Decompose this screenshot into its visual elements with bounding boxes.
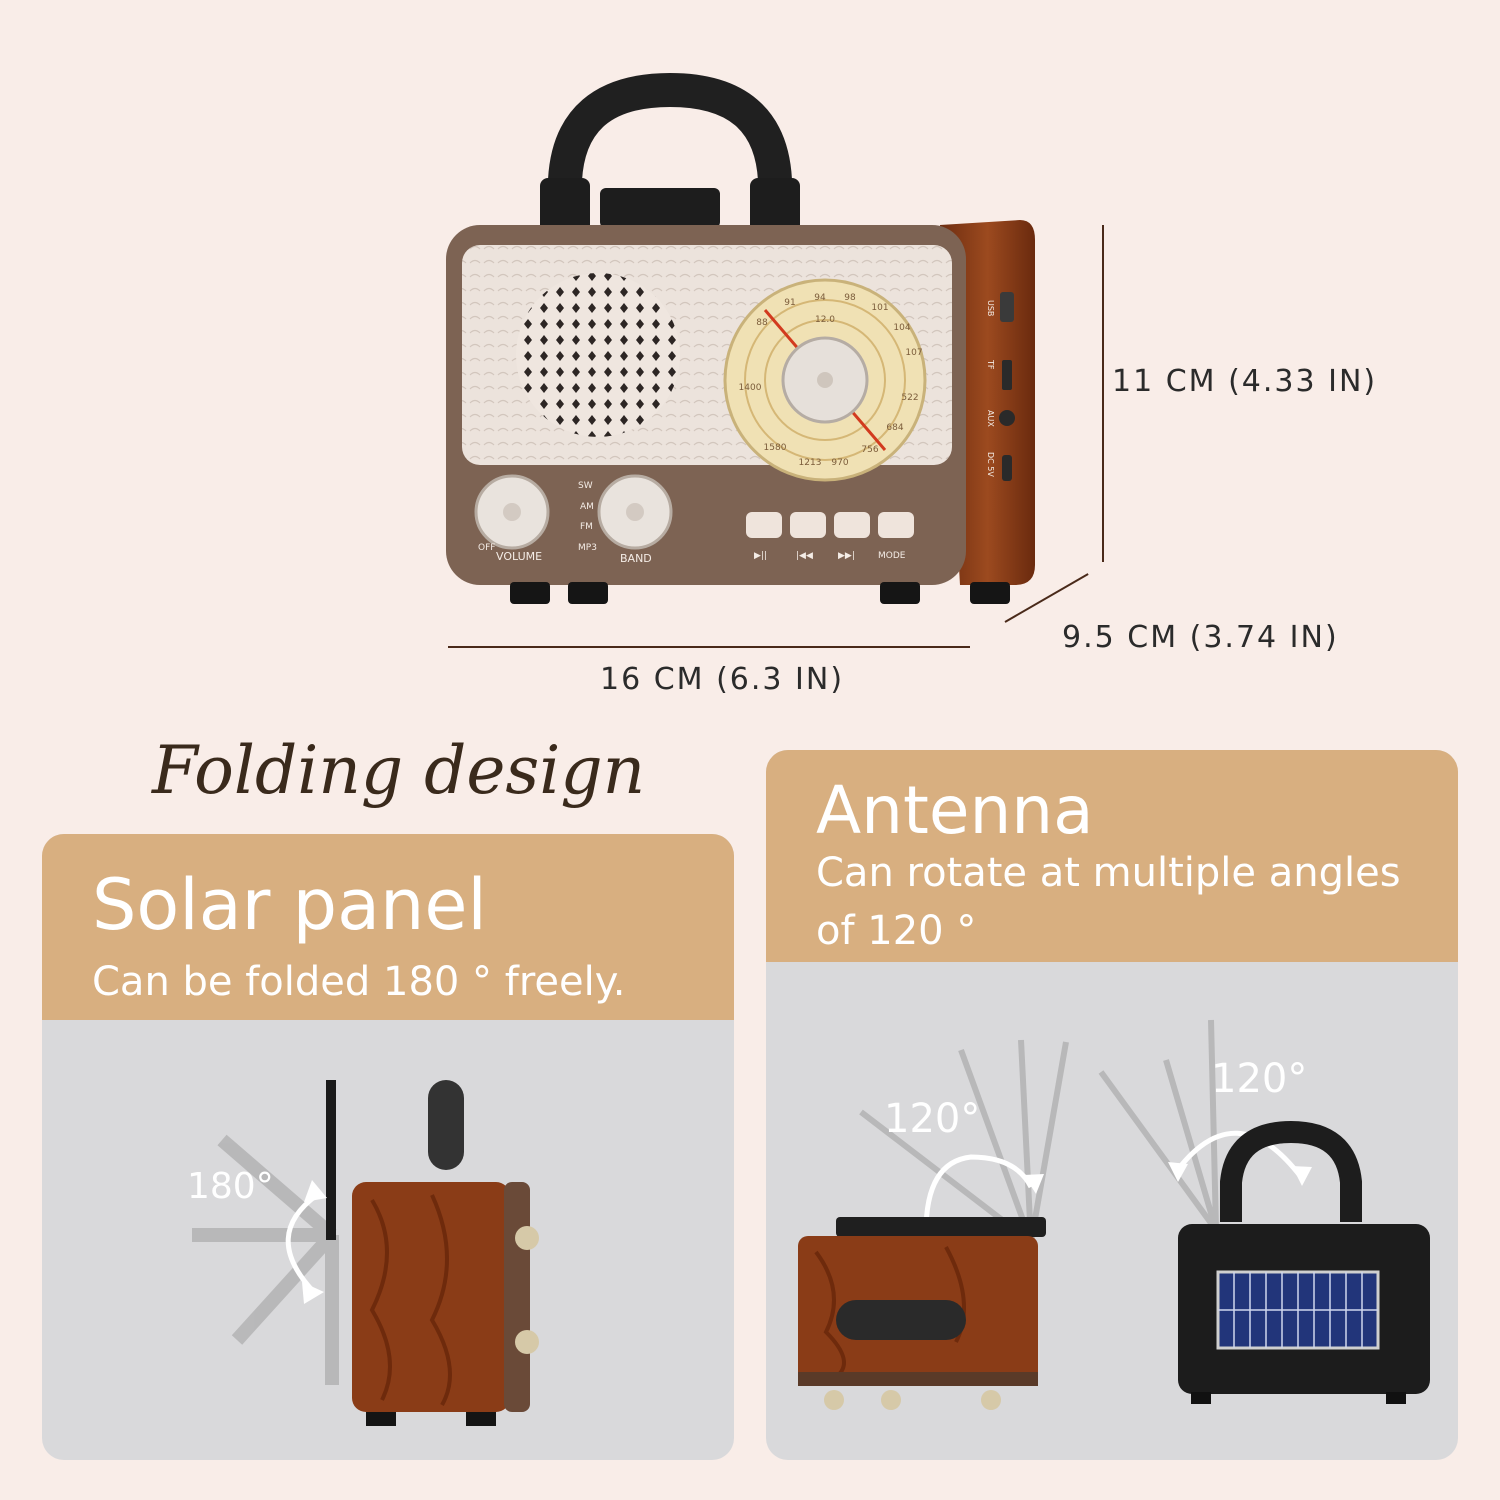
previous-icon: |◀◀ — [796, 551, 813, 561]
antenna-subtitle-line2: of 120 ° — [816, 908, 977, 954]
dial-number: 684 — [886, 423, 903, 433]
usb-port — [1000, 292, 1014, 322]
dial-number: 1580 — [764, 443, 787, 453]
dial-number: 104 — [893, 323, 910, 333]
solar-angle-label: 180° — [187, 1166, 274, 1207]
handle — [540, 72, 800, 247]
band-option: MP3 — [578, 543, 597, 553]
dial-number: 1213 — [799, 458, 822, 468]
next-button[interactable] — [834, 512, 870, 538]
antenna-rotation-illustration: 120° 120° — [798, 1019, 1430, 1410]
band-option: AM — [580, 502, 594, 512]
previous-button[interactable] — [790, 512, 826, 538]
dial-number: 98 — [844, 293, 856, 303]
port-label: USB — [986, 300, 995, 316]
dial-number: 756 — [861, 445, 878, 455]
dial-number: 970 — [831, 458, 848, 468]
dial-number: 101 — [871, 303, 888, 313]
play-pause-icon: ▶|| — [754, 551, 767, 561]
dial-number: 12.0 — [815, 315, 835, 325]
solar-panel-card: Solar panel Can be folded 180 ° freely. … — [42, 834, 734, 1460]
next-icon: ▶▶| — [838, 551, 855, 561]
width-dimension-line — [448, 646, 970, 648]
port-label: DC 5V — [986, 452, 995, 477]
solar-panel-title: Solar panel — [92, 864, 487, 946]
dial-number: 91 — [784, 298, 795, 308]
dial-number: 107 — [905, 348, 922, 358]
mode-label: MODE — [878, 551, 906, 561]
antenna-card: Antenna Can rotate at multiple angles of… — [766, 750, 1458, 1460]
dial-number: 94 — [814, 293, 826, 303]
antenna-angle-label-right: 120° — [1211, 1056, 1307, 1102]
antenna-header — [766, 750, 1458, 962]
solar-panel-header — [42, 834, 734, 1020]
mode-button[interactable] — [878, 512, 914, 538]
dial-number: 88 — [756, 318, 768, 328]
folding-design-title: Folding design — [152, 732, 646, 809]
tf-slot — [1002, 360, 1012, 390]
height-label: 11 CM (4.33 IN) — [1112, 364, 1378, 399]
height-dimension-line — [1102, 225, 1104, 562]
port-label: TF — [986, 359, 995, 370]
port-label: AUX — [986, 410, 995, 427]
dial-number: 522 — [901, 393, 918, 403]
dial-number: 1400 — [739, 383, 762, 393]
antenna-angle-label-left: 120° — [884, 1096, 980, 1142]
solar-panel-subtitle: Can be folded 180 ° freely. — [92, 959, 626, 1005]
off-label: OFF — [478, 543, 495, 553]
band-label: BAND — [620, 552, 652, 565]
antenna-title: Antenna — [816, 772, 1094, 849]
aux-port — [999, 410, 1015, 426]
radio-front-illustration: 12.0 98 101 104 107 94 91 88 522 684 756… — [446, 72, 1035, 604]
band-option: FM — [580, 522, 593, 532]
width-label: 16 CM (6.3 IN) — [600, 662, 845, 697]
tuning-dial: 12.0 98 101 104 107 94 91 88 522 684 756… — [723, 278, 927, 482]
volume-label: VOLUME — [496, 550, 542, 563]
depth-label: 9.5 CM (3.74 IN) — [1062, 620, 1339, 655]
play-pause-button[interactable] — [746, 512, 782, 538]
band-knob[interactable] — [597, 474, 673, 550]
solar-fold-illustration: 180° — [187, 1080, 539, 1426]
volume-knob[interactable] — [474, 474, 550, 550]
dc-port — [1002, 455, 1012, 481]
antenna-subtitle-line1: Can rotate at multiple angles — [816, 850, 1401, 896]
speaker-grill — [516, 273, 680, 437]
band-option: SW — [578, 481, 593, 491]
